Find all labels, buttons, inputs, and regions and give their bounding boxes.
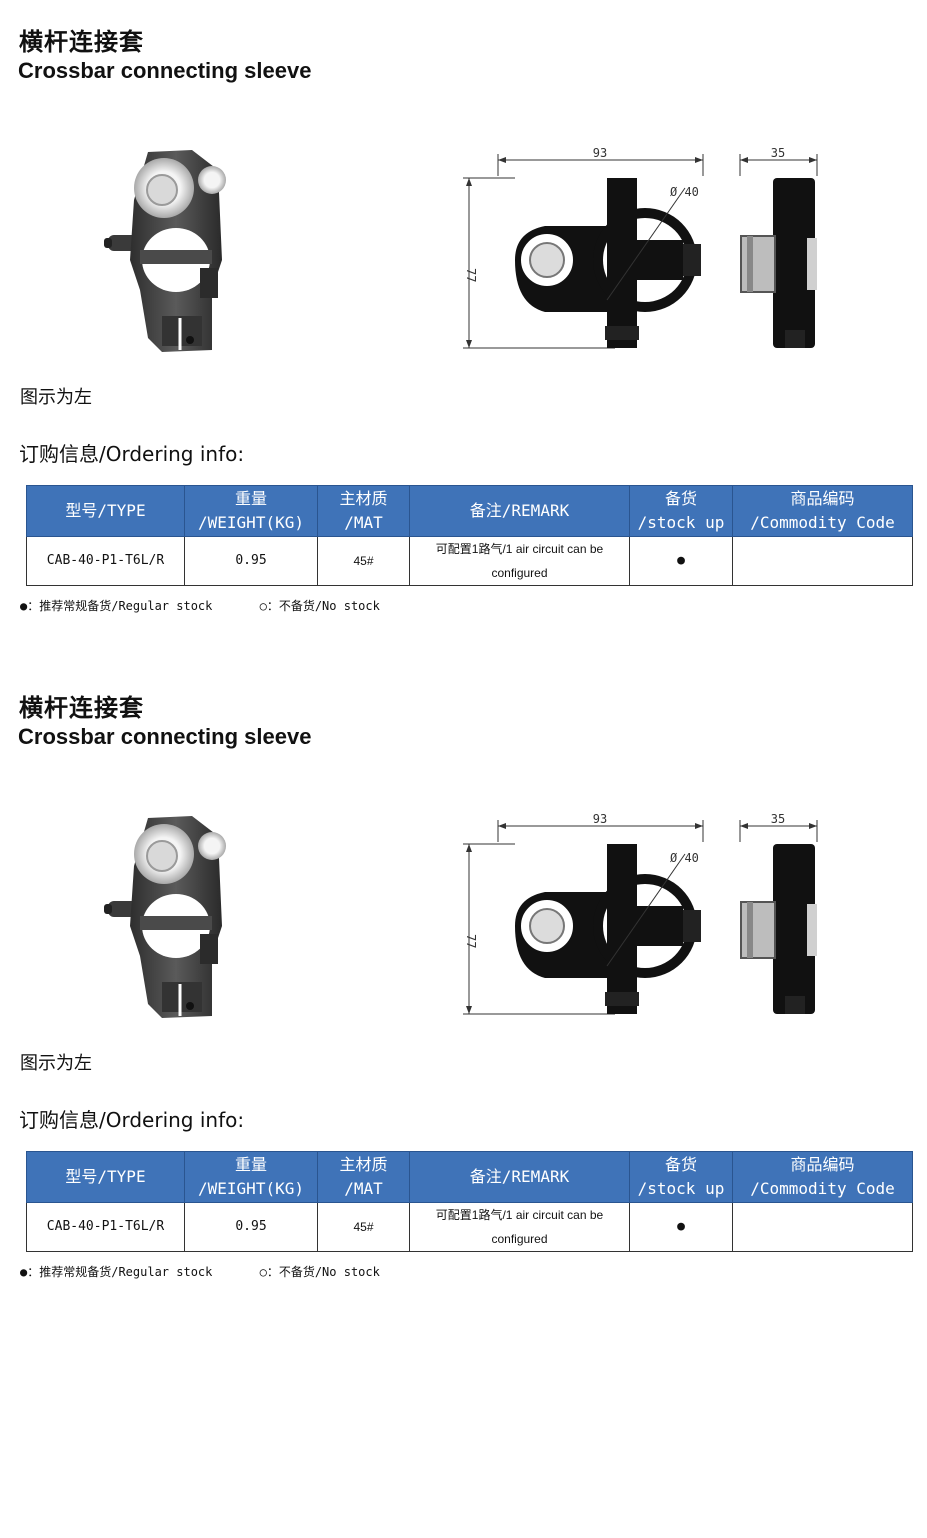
header-remark-label: 备注/REMARK bbox=[469, 1167, 570, 1186]
cell-weight: 0.95 bbox=[184, 536, 318, 586]
table-header-row: 型号/TYPE 重量/WEIGHT(KG) 主材质/MAT 备注/REMARK … bbox=[26, 485, 913, 537]
product-title-cn: 横杆连接套 bbox=[19, 694, 144, 722]
dimension-width: 93 bbox=[593, 146, 607, 160]
header-stock-cn: 备货 bbox=[664, 489, 697, 508]
header-code-cn: 商品编码 bbox=[790, 489, 855, 508]
stock-legend: ●：推荐常规备货/Regular stock ○：不备货/No stock bbox=[20, 597, 420, 614]
cell-stock: ● bbox=[629, 536, 733, 586]
product-section: 横杆连接套 Crossbar connecting sleeve bbox=[0, 0, 927, 660]
header-code: 商品编码/Commodity Code bbox=[732, 1151, 913, 1203]
header-weight-en: /WEIGHT(KG) bbox=[198, 1179, 304, 1198]
illustration-caption: 图示为左 bbox=[20, 1053, 92, 1074]
legend-no-stock: ○：不备货/No stock bbox=[259, 1265, 380, 1279]
cell-remark-line1: 可配置1路气/1 air circuit can be bbox=[435, 542, 604, 556]
product-section: 横杆连接套 Crossbar connecting sleeve bbox=[0, 666, 927, 1326]
header-stock-cn: 备货 bbox=[664, 1155, 697, 1174]
header-remark: 备注/REMARK bbox=[409, 1151, 630, 1203]
header-material-en: /MAT bbox=[344, 1179, 383, 1198]
header-code-en: /Commodity Code bbox=[750, 513, 895, 532]
technical-drawing: 93 77 Ø 40 35 bbox=[463, 146, 818, 349]
illustration-caption: 图示为左 bbox=[20, 387, 92, 408]
legend-regular-stock: ●：推荐常规备货/Regular stock bbox=[20, 1265, 213, 1279]
header-code-cn: 商品编码 bbox=[790, 1155, 855, 1174]
cell-code bbox=[732, 1202, 913, 1252]
cell-code bbox=[732, 536, 913, 586]
ordering-info-label: 订购信息/Ordering info: bbox=[19, 442, 245, 466]
cell-remark-line2: configured bbox=[491, 566, 548, 580]
product-photo bbox=[104, 150, 226, 352]
table-row: CAB-40-P1-T6L/R 0.95 45# 可配置1路气/1 air ci… bbox=[26, 1202, 913, 1252]
header-type: 型号/TYPE bbox=[26, 485, 185, 537]
header-weight: 重量/WEIGHT(KG) bbox=[184, 1151, 318, 1203]
header-type: 型号/TYPE bbox=[26, 1151, 185, 1203]
dimension-height: 77 bbox=[464, 934, 478, 948]
header-stock-en: /stock up bbox=[637, 513, 725, 532]
stock-legend: ●：推荐常规备货/Regular stock ○：不备货/No stock bbox=[20, 1263, 420, 1280]
header-material-cn: 主材质 bbox=[339, 1155, 388, 1174]
product-title-cn: 横杆连接套 bbox=[19, 28, 144, 56]
header-weight-en: /WEIGHT(KG) bbox=[198, 513, 304, 532]
dimension-diameter: Ø 40 bbox=[670, 185, 699, 199]
cell-remark-line1: 可配置1路气/1 air circuit can be bbox=[435, 1208, 604, 1222]
cell-type: CAB-40-P1-T6L/R bbox=[26, 1202, 185, 1252]
dimension-height: 77 bbox=[464, 268, 478, 282]
cell-stock: ● bbox=[629, 1202, 733, 1252]
header-material: 主材质/MAT bbox=[317, 485, 410, 537]
table-header-row: 型号/TYPE 重量/WEIGHT(KG) 主材质/MAT 备注/REMARK … bbox=[26, 1151, 913, 1203]
cell-remark: 可配置1路气/1 air circuit can be configured bbox=[409, 1202, 630, 1252]
ordering-info-label: 订购信息/Ordering info: bbox=[19, 1108, 245, 1132]
cell-weight: 0.95 bbox=[184, 1202, 318, 1252]
dimension-diameter: Ø 40 bbox=[670, 851, 699, 865]
header-code-en: /Commodity Code bbox=[750, 1179, 895, 1198]
header-remark-label: 备注/REMARK bbox=[469, 501, 570, 520]
cell-type: CAB-40-P1-T6L/R bbox=[26, 536, 185, 586]
ordering-table: 型号/TYPE 重量/WEIGHT(KG) 主材质/MAT 备注/REMARK … bbox=[26, 1151, 913, 1252]
dimension-depth: 35 bbox=[771, 146, 785, 160]
technical-drawing: 93 77 Ø 40 35 bbox=[463, 812, 818, 1015]
header-stock: 备货/stock up bbox=[629, 1151, 733, 1203]
legend-regular-stock: ●：推荐常规备货/Regular stock bbox=[20, 599, 213, 613]
header-stock-en: /stock up bbox=[637, 1179, 725, 1198]
header-material-en: /MAT bbox=[344, 513, 383, 532]
header-weight-cn: 重量 bbox=[234, 1155, 267, 1174]
ordering-table: 型号/TYPE 重量/WEIGHT(KG) 主材质/MAT 备注/REMARK … bbox=[26, 485, 913, 586]
cell-remark-line2: configured bbox=[491, 1232, 548, 1246]
dimension-width: 93 bbox=[593, 812, 607, 826]
cell-material: 45# bbox=[317, 1202, 410, 1252]
header-type-label: 型号/TYPE bbox=[65, 501, 146, 520]
header-weight: 重量/WEIGHT(KG) bbox=[184, 485, 318, 537]
legend-no-stock: ○：不备货/No stock bbox=[259, 599, 380, 613]
product-photo bbox=[104, 816, 226, 1018]
header-remark: 备注/REMARK bbox=[409, 485, 630, 537]
header-code: 商品编码/Commodity Code bbox=[732, 485, 913, 537]
cell-remark: 可配置1路气/1 air circuit can be configured bbox=[409, 536, 630, 586]
header-stock: 备货/stock up bbox=[629, 485, 733, 537]
dimension-depth: 35 bbox=[771, 812, 785, 826]
header-material-cn: 主材质 bbox=[339, 489, 388, 508]
header-material: 主材质/MAT bbox=[317, 1151, 410, 1203]
header-weight-cn: 重量 bbox=[234, 489, 267, 508]
product-title-en: Crossbar connecting sleeve bbox=[18, 58, 312, 83]
cell-material: 45# bbox=[317, 536, 410, 586]
product-title-en: Crossbar connecting sleeve bbox=[18, 724, 312, 749]
header-type-label: 型号/TYPE bbox=[65, 1167, 146, 1186]
table-row: CAB-40-P1-T6L/R 0.95 45# 可配置1路气/1 air ci… bbox=[26, 536, 913, 586]
